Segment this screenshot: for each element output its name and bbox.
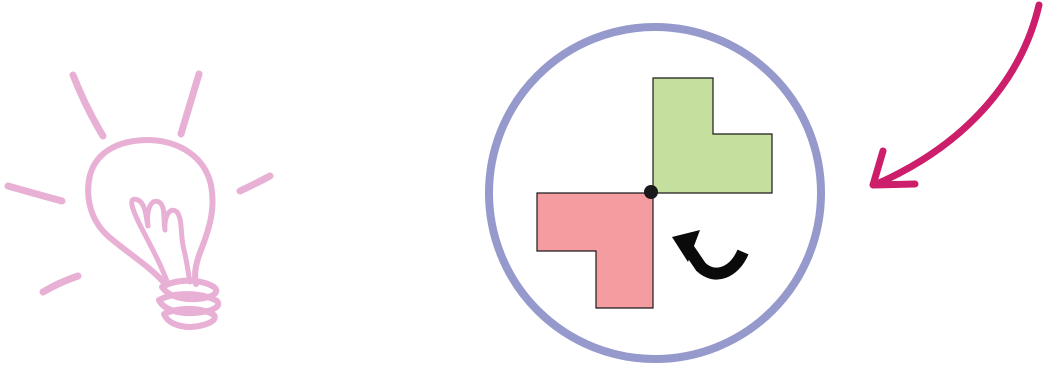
lightbulb-icon <box>4 70 274 330</box>
ray-upper-right <box>177 70 203 138</box>
ray-upper-left <box>69 71 107 140</box>
green-l-shape <box>652 77 773 194</box>
lightbulb-filament <box>129 196 193 287</box>
curved-arrow-icon <box>869 1 1043 189</box>
lightbulb-base <box>156 277 222 330</box>
ray-right <box>236 172 274 195</box>
ray-lower-left <box>39 272 82 296</box>
counterclockwise-rotate-icon <box>672 230 749 280</box>
rotation-figure <box>485 23 825 363</box>
red-l-shape <box>536 192 654 309</box>
pivot-point <box>644 185 658 199</box>
lightbulb-rays <box>4 70 274 296</box>
enclosing-circle <box>485 23 825 363</box>
lightbulb-glass <box>85 137 216 288</box>
ray-left <box>4 182 66 205</box>
